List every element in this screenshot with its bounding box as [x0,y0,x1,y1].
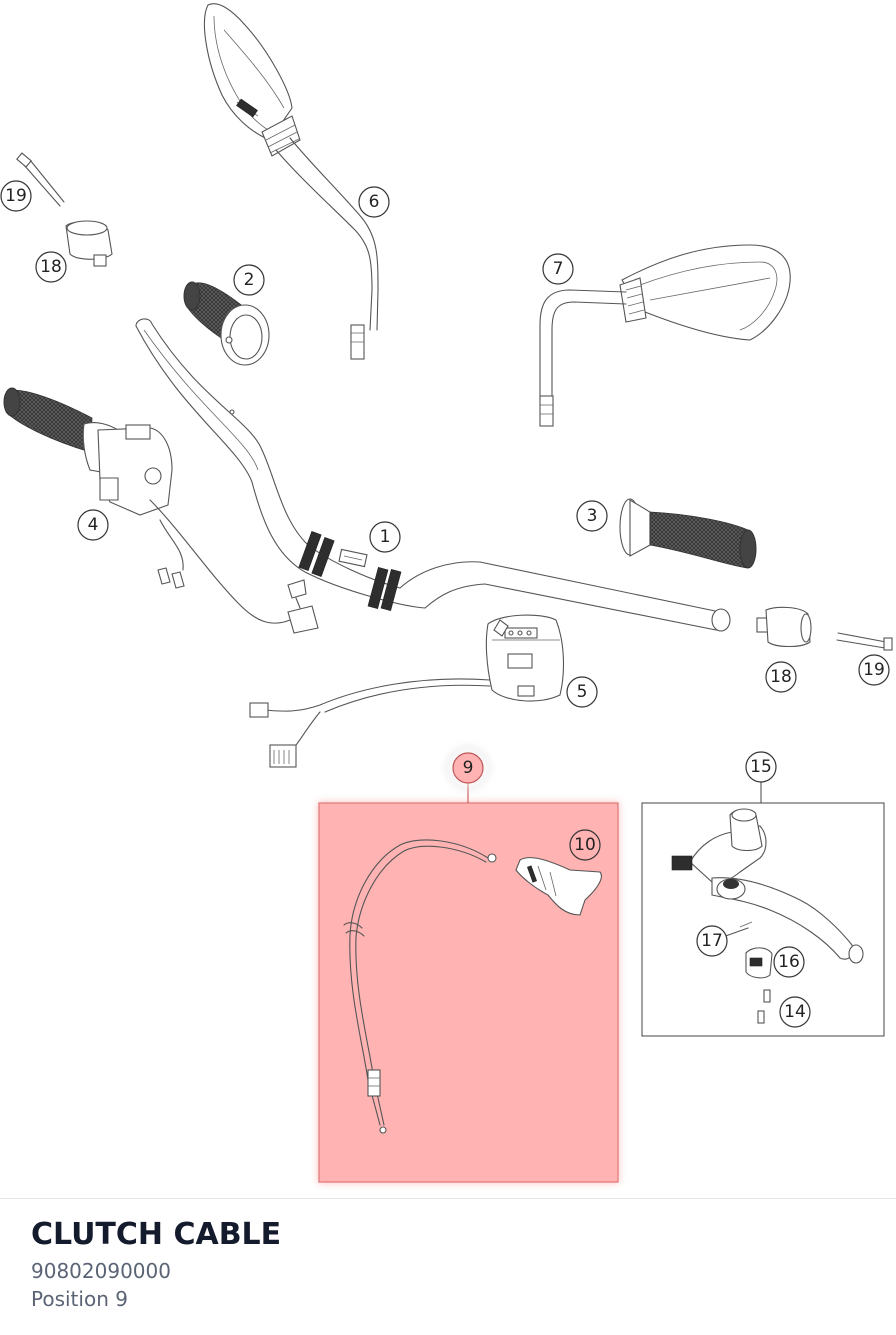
svg-text:10: 10 [574,835,596,855]
svg-text:19: 19 [5,186,27,206]
clutch-lever-part [671,808,864,1024]
clutch-cable-part[interactable] [343,839,497,1134]
label-3[interactable]: 3 [576,500,608,532]
grip-right-part [619,498,757,569]
label-4[interactable]: 4 [77,509,109,541]
label-1[interactable]: 1 [369,521,401,553]
part-position: Position 9 [31,1287,128,1311]
svg-text:9: 9 [463,758,474,778]
left-switch-grip-part [3,387,319,634]
right-switch-part [249,614,564,768]
grip-throttle-part [183,281,270,366]
bolt-upper-left-part [16,152,65,207]
svg-text:18: 18 [40,257,62,277]
svg-text:6: 6 [369,192,380,212]
label-18-upper[interactable]: 18 [35,251,67,283]
svg-text:5: 5 [577,682,588,702]
footer-divider [0,1198,896,1199]
svg-text:16: 16 [778,952,800,972]
svg-text:15: 15 [750,757,772,777]
bar-end-weight-upper-left-part [65,220,113,267]
label-2[interactable]: 2 [233,264,265,296]
label-5[interactable]: 5 [566,676,598,708]
label-19-upper[interactable]: 19 [0,180,32,212]
part-info-panel: CLUTCH CABLE 90802090000 Position 9 [31,1213,281,1313]
clutch-cable-highlight-box[interactable] [318,802,619,1183]
svg-text:3: 3 [587,506,598,526]
svg-text:17: 17 [701,931,723,951]
handlebar-part [135,318,731,632]
leader-lines [739,921,753,928]
svg-text:4: 4 [88,515,99,535]
cable-boot-part [515,857,602,916]
svg-text:7: 7 [553,259,564,279]
part-name: CLUTCH CABLE [31,1217,282,1252]
label-9-selected[interactable]: 9 [447,747,489,789]
svg-text:18: 18 [770,667,792,687]
svg-text:19: 19 [863,660,885,680]
part-number: 90802090000 [31,1259,171,1283]
bar-end-weight-right-part [756,606,812,648]
exploded-parts-diagram: 19 18 2 6 7 4 1 3 18 19 5 9 10 15 17 16 … [0,3,893,1183]
label-7[interactable]: 7 [542,253,574,285]
svg-text:1: 1 [380,527,391,547]
label-18-right[interactable]: 18 [765,661,797,693]
label-17[interactable]: 17 [696,925,728,957]
svg-text:14: 14 [784,1002,806,1022]
label-15[interactable]: 15 [745,751,777,783]
mirror-left-part [203,3,379,360]
mirror-right-part [539,244,791,427]
label-6[interactable]: 6 [358,186,390,218]
label-16[interactable]: 16 [773,946,805,978]
bolt-right-part [836,632,893,651]
label-19-right[interactable]: 19 [858,654,890,686]
label-14[interactable]: 14 [779,996,811,1028]
label-10[interactable]: 10 [569,829,601,861]
svg-text:2: 2 [244,270,255,290]
